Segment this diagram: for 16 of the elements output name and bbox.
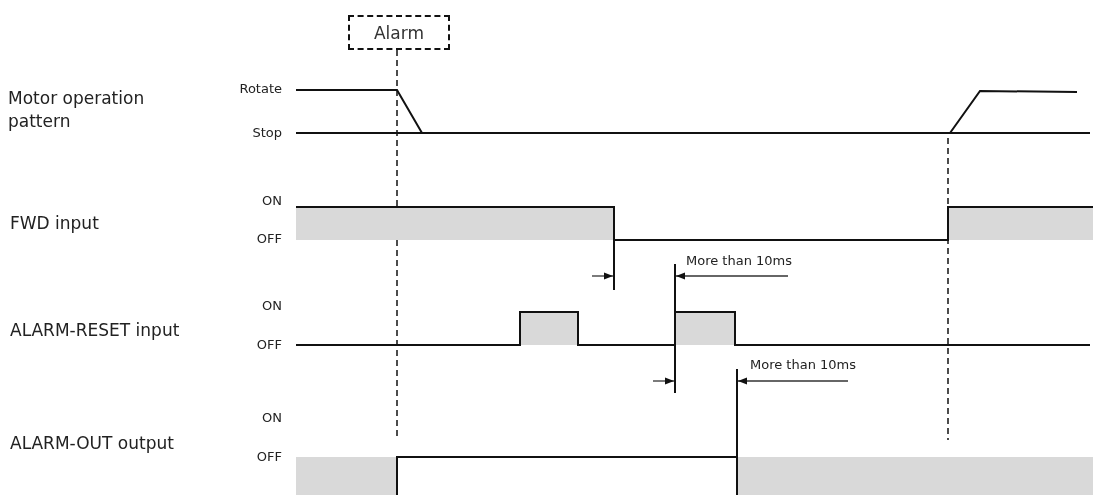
event-box	[348, 15, 450, 50]
timing-label: More than 10ms	[750, 356, 856, 374]
level-label: ON	[262, 192, 282, 210]
level-label: Rotate	[239, 80, 282, 98]
level-label: Stop	[252, 124, 282, 142]
signal-name: Motor operation pattern	[8, 87, 146, 133]
signal-name: FWD input	[10, 212, 99, 235]
level-label: ON	[262, 409, 282, 427]
timing-label: More than 10ms	[686, 252, 792, 270]
level-label: OFF	[256, 448, 282, 466]
level-label: OFF	[256, 336, 282, 354]
event-label: Alarm	[374, 22, 424, 43]
signal-name: ALARM-RESET input	[10, 319, 180, 342]
level-label: OFF	[256, 230, 282, 248]
signal-name: ALARM-OUT output	[10, 432, 174, 455]
level-label: ON	[262, 297, 282, 315]
